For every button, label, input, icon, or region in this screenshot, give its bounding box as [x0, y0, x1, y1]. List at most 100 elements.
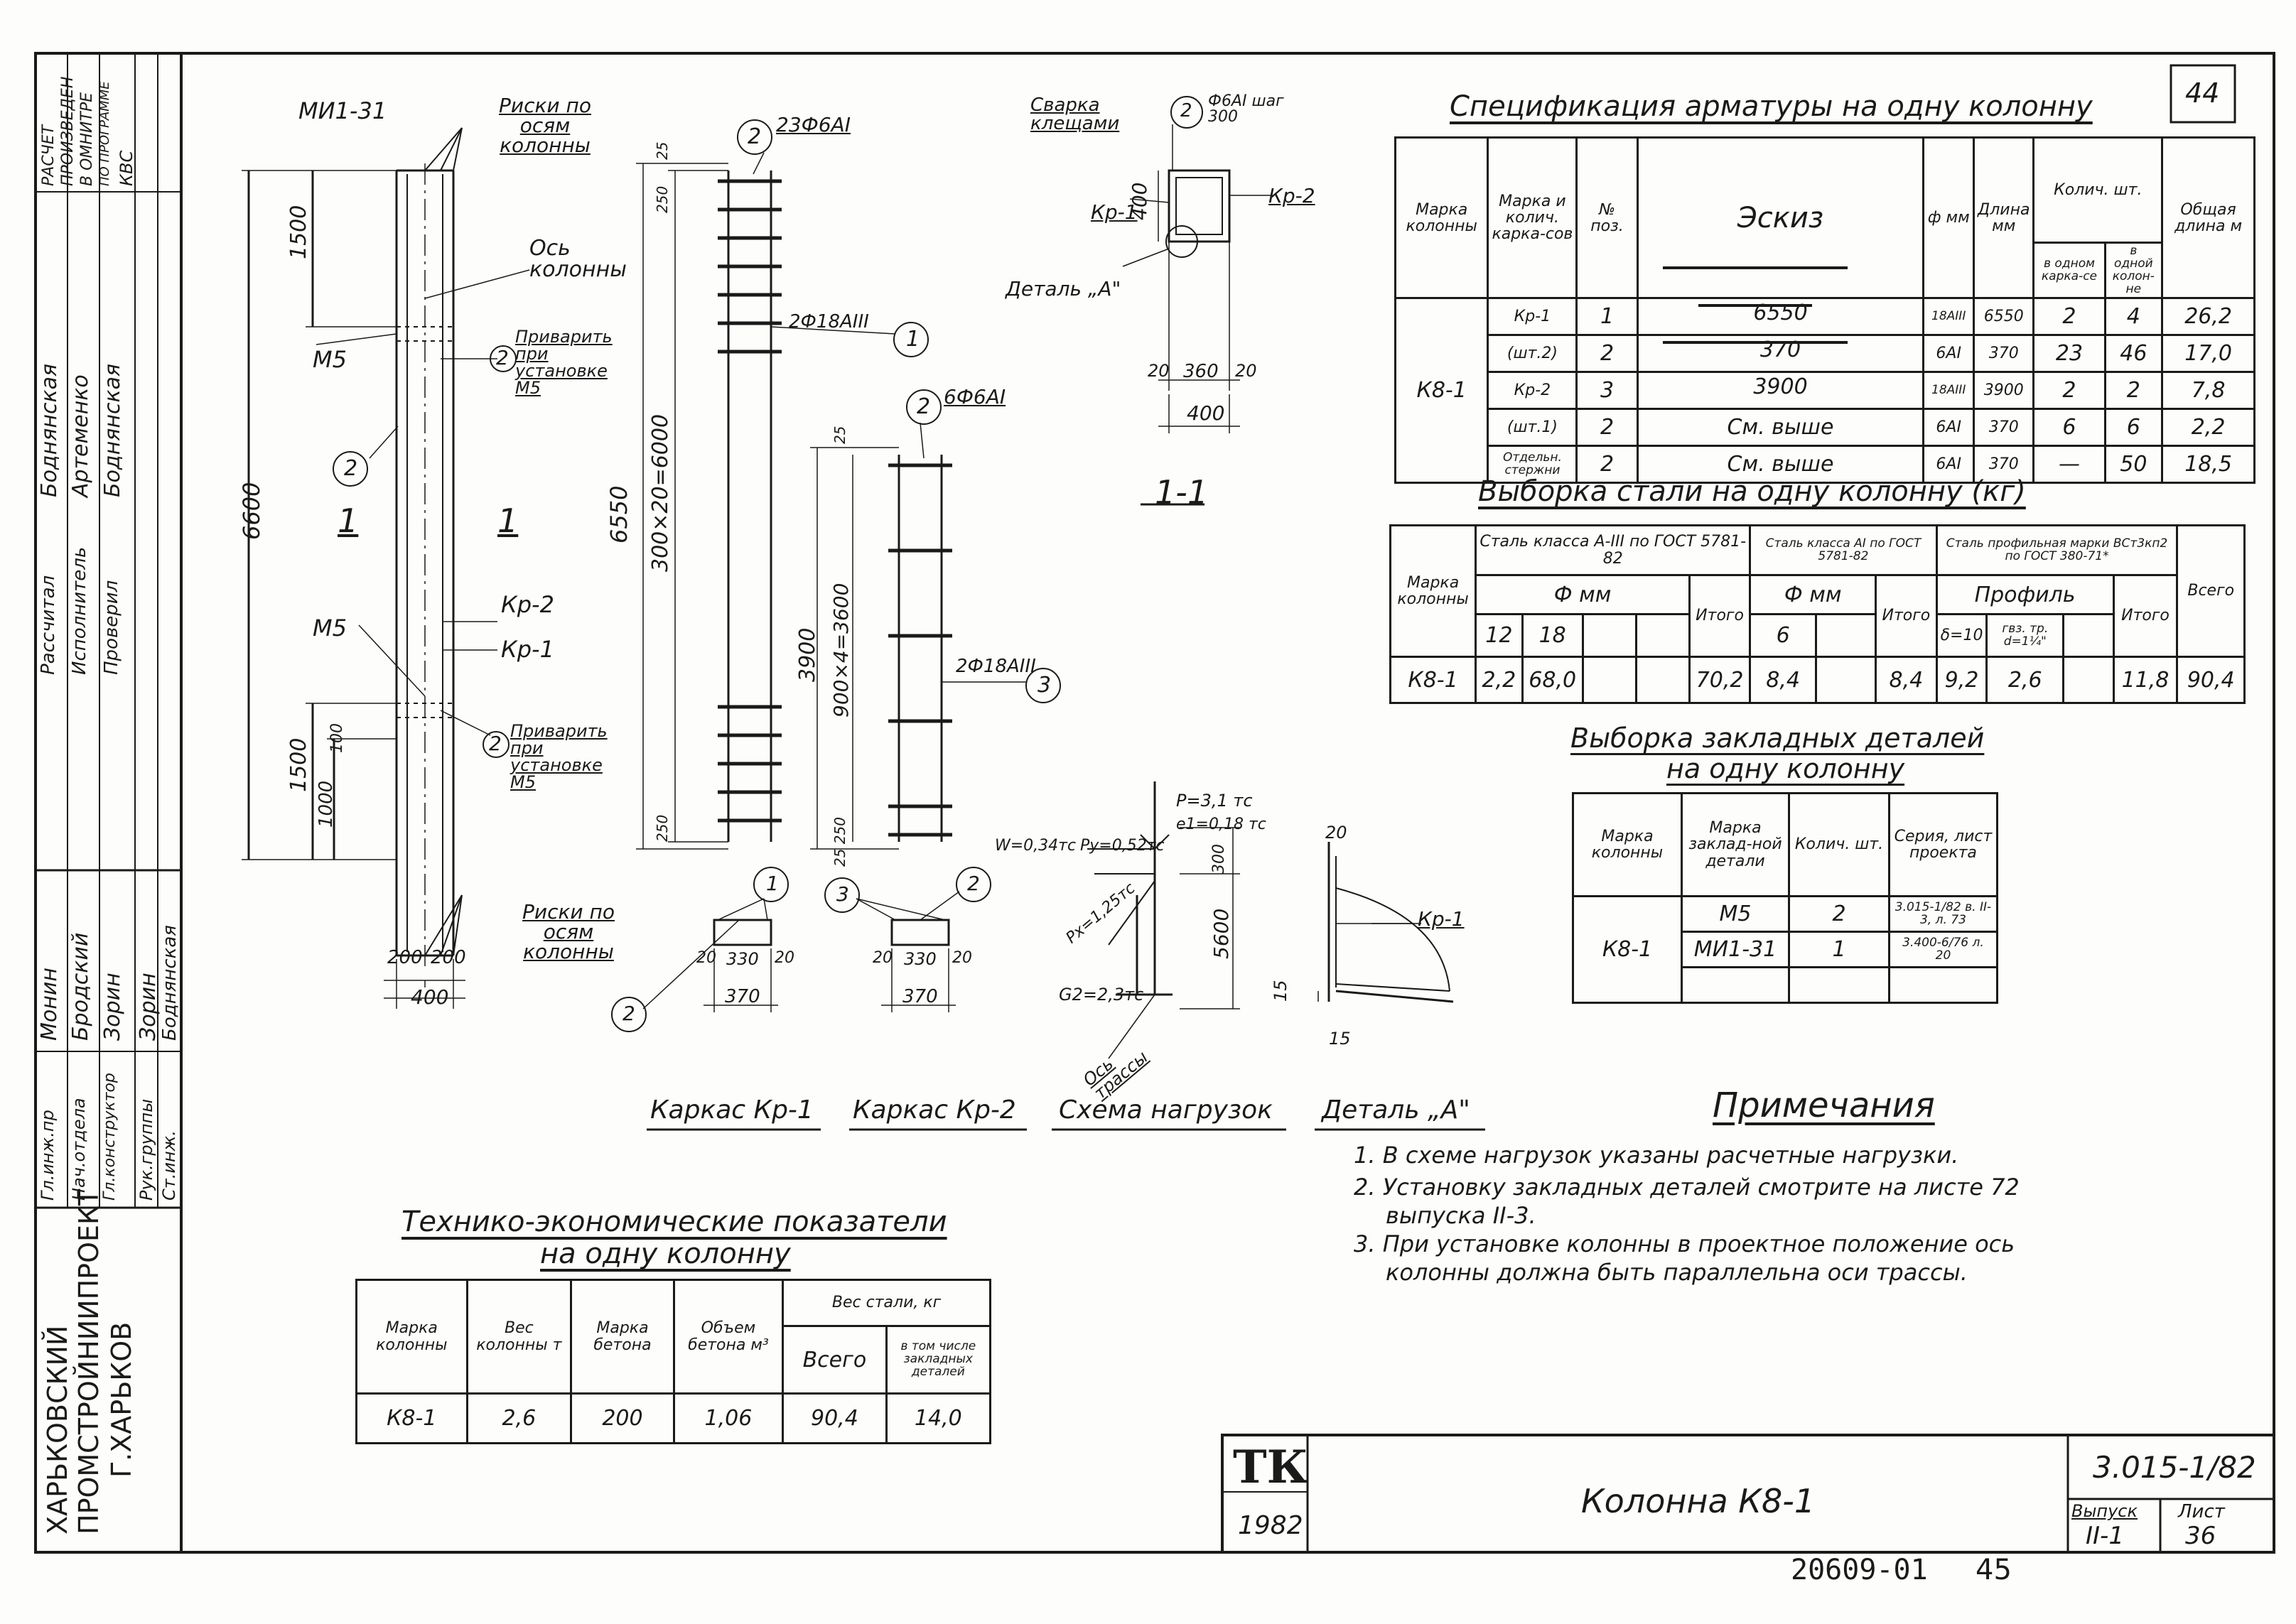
spec-h-total: Общая длина м	[2161, 136, 2255, 300]
calc-note-4: ПО ПРОГРАММЕ	[97, 81, 112, 186]
spec-d-0: 18АIII	[1922, 297, 1976, 337]
calc-note-3: В ОМНИТРЕ	[78, 92, 96, 186]
spec-sketch-4: См. выше	[1636, 445, 1925, 485]
role2-2: Исполнитель	[69, 546, 90, 675]
load-py: Py=0,52тс	[1080, 837, 1165, 855]
tep-title-1: Технико-экономические показатели	[401, 1206, 947, 1238]
kr1-dim-300x20: 300×20=6000	[648, 413, 673, 572]
sec-a-dim-20l: 20	[696, 949, 716, 967]
tep-h-grade: Марка бетона	[570, 1279, 675, 1395]
steel-h-prof: Сталь профильная марки ВСт3кп2 по ГОСТ 3…	[1935, 524, 2179, 576]
spec-pos-2: 3	[1575, 371, 1639, 411]
emb-title-1: Выборка закладных деталей	[1570, 722, 1985, 754]
name-1: Монин	[37, 968, 62, 1041]
role-3: Гл.конструктор	[101, 1073, 119, 1201]
kr2-main-bar: 2Ф18АIII	[956, 656, 1036, 677]
tep-weight: 2,6	[465, 1392, 573, 1444]
kr1-top-bars: 23Ф6АI	[776, 113, 851, 136]
steel-h-total1: Итого	[1688, 574, 1752, 658]
spec-total-1: 17,0	[2161, 334, 2255, 374]
kr2-top-bars: 6Ф6АI	[944, 385, 1006, 408]
role2-3: Проверил	[101, 580, 122, 675]
spec-n1-2: 2	[2032, 371, 2106, 411]
s11-dim-20l: 20	[1148, 361, 1170, 381]
s11-kp1: Кр-1	[1091, 200, 1138, 224]
spec-title: Спецификация арматуры на одну колонну	[1450, 90, 2093, 123]
load-g: G2=2,3тс	[1059, 985, 1144, 1005]
steel-e4	[2062, 656, 2115, 704]
spec-sketch-3: См. выше	[1636, 408, 1925, 448]
sec-a-dim-330: 330	[726, 949, 759, 969]
spec-n2-4: 50	[2103, 445, 2164, 485]
spec-n1-1: 23	[2032, 334, 2106, 374]
label-axis: Ось колонны	[529, 236, 627, 282]
sec-a-dim-20r: 20	[775, 949, 794, 967]
emb-mark: К8-1	[1572, 895, 1683, 1004]
load-p: P=3,1 тс	[1176, 791, 1253, 811]
s11-dim-360: 360	[1183, 361, 1219, 382]
spec-frame-3: (шт.1)	[1487, 408, 1578, 448]
emb-part-0: М5	[1680, 895, 1791, 933]
steel-h-18: 18	[1521, 613, 1584, 658]
sec-a-circle-2: 2	[622, 1002, 635, 1025]
role-4: Рук.группы	[136, 1098, 156, 1201]
steel-h-all: Всего	[2176, 524, 2246, 658]
s11-step: Ф6АI шаг 300	[1208, 92, 1284, 126]
bottom-sheet-number: 20609-01	[1791, 1554, 1928, 1586]
kr1-dim-250-top: 250	[654, 185, 671, 213]
label-mi1-31: МИ1-31	[298, 97, 387, 124]
kr1-circle: 2	[748, 124, 762, 149]
det-kp1: Кр-1	[1418, 907, 1465, 931]
steel-h-6: 6	[1749, 613, 1818, 658]
spec-total-2: 7,8	[2161, 371, 2255, 411]
sec-b-circle-2: 2	[967, 872, 980, 895]
steel-e3	[1815, 656, 1877, 704]
role-5: Ст.инж.	[159, 1130, 179, 1201]
emb-e1	[1680, 966, 1791, 1004]
label-weld-2: Приварить при установке М5	[510, 721, 608, 792]
tep-h-mark: Марка колонны	[355, 1279, 468, 1395]
stamp-sheet: 36	[2185, 1522, 2216, 1550]
spec-n1-4: —	[2032, 445, 2106, 485]
spec-h-per-frame: в одном карка-се	[2032, 241, 2106, 300]
tep-h-emb: в том числе закладных деталей	[885, 1325, 992, 1395]
emb-title-2: на одну колонну	[1666, 753, 1905, 784]
steel-h-empty3	[1815, 613, 1877, 658]
spec-table: Марка колонны Марка и колич. карка-сов №…	[1394, 136, 2255, 485]
stamp-name: Колонна К8-1	[1581, 1482, 1816, 1520]
name2-1: Боднянская	[37, 364, 62, 497]
kr2-circle-3: 3	[1037, 673, 1052, 698]
stamp-sheet-label: Лист	[2178, 1501, 2225, 1522]
emb-h-part: Марка заклад-ной детали	[1680, 792, 1791, 897]
spec-pos-3: 2	[1575, 408, 1639, 448]
sec-b-dim-370: 370	[902, 986, 938, 1007]
s11-section-title: 1-1	[1155, 473, 1209, 511]
emb-e3	[1887, 966, 1999, 1004]
label-m5-bottom: М5	[313, 615, 347, 642]
dim-1000: 1000	[316, 780, 337, 828]
sec-a-dim-370: 370	[725, 986, 760, 1007]
dim-200-left: 200	[387, 947, 423, 968]
dim-1500-bottom: 1500	[286, 737, 311, 792]
emb-e2	[1788, 966, 1890, 1004]
steel-h-fmm2: Ф мм	[1749, 574, 1877, 615]
spec-n2-1: 46	[2103, 334, 2164, 374]
stamp-issue: II-1	[2086, 1522, 2124, 1550]
emb-part-1: МИ1-31	[1680, 931, 1791, 968]
load-w: W=0,34тс	[995, 837, 1077, 855]
steel-h-d10: δ=10	[1935, 613, 1988, 658]
org-name: ХАРЬКОВСКИЙ	[42, 1325, 73, 1534]
steel-e2	[1634, 656, 1691, 704]
spec-n2-0: 4	[2103, 297, 2164, 337]
name-5: Боднянская	[159, 925, 180, 1041]
spec-total-3: 2,2	[2161, 408, 2255, 448]
label-kp1: Кр-1	[501, 636, 554, 663]
sec-b-dim-20r: 20	[952, 949, 972, 967]
sec-b-dim-330: 330	[904, 949, 937, 969]
steel-h-mark: Марка колонны	[1389, 524, 1477, 658]
dim-1500-top: 1500	[286, 205, 311, 259]
dim-200-right: 200	[431, 947, 466, 968]
s11-circle-2: 2	[1180, 100, 1192, 121]
emb-table: Марка колонны Марка заклад-ной детали Ко…	[1572, 792, 1999, 1004]
name2-2: Артеменко	[68, 374, 93, 497]
